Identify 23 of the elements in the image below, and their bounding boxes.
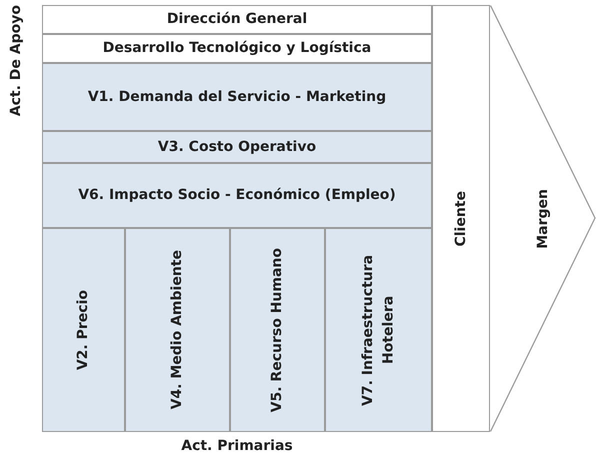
activity-band: [42, 228, 125, 432]
activity-band: [432, 5, 490, 432]
activity-label: V3. Costo Operativo: [156, 138, 318, 157]
activity-band: [230, 228, 325, 432]
activity-band: [42, 63, 432, 131]
activity-band: [42, 163, 432, 228]
activity-band: [42, 34, 432, 63]
activity-band: [125, 228, 230, 432]
activity-band: [325, 228, 432, 432]
activity-label: V1. Demanda del Servicio - Marketing: [86, 88, 388, 107]
activity-band: [42, 131, 432, 163]
activity-band: [42, 5, 432, 34]
activity-label: V2. Precio: [74, 290, 92, 370]
activity-label: V4. Medio Ambiente: [168, 250, 186, 410]
activity-label: Desarrollo Tecnológico y Logística: [102, 39, 372, 58]
axis-label: Act. Primarias: [180, 438, 294, 454]
activity-label: Margen: [534, 188, 552, 248]
activity-label: V5. Recurso Humano: [268, 248, 286, 412]
activity-label: V6. Impacto Socio - Económico (Empleo): [77, 186, 397, 206]
activity-label: Dirección General: [166, 10, 308, 30]
axis-label: Act. De Apoyo: [8, 5, 24, 116]
activity-label: V7. Infraestructura Hotelera: [359, 253, 398, 408]
activity-label: Cliente: [452, 190, 470, 246]
